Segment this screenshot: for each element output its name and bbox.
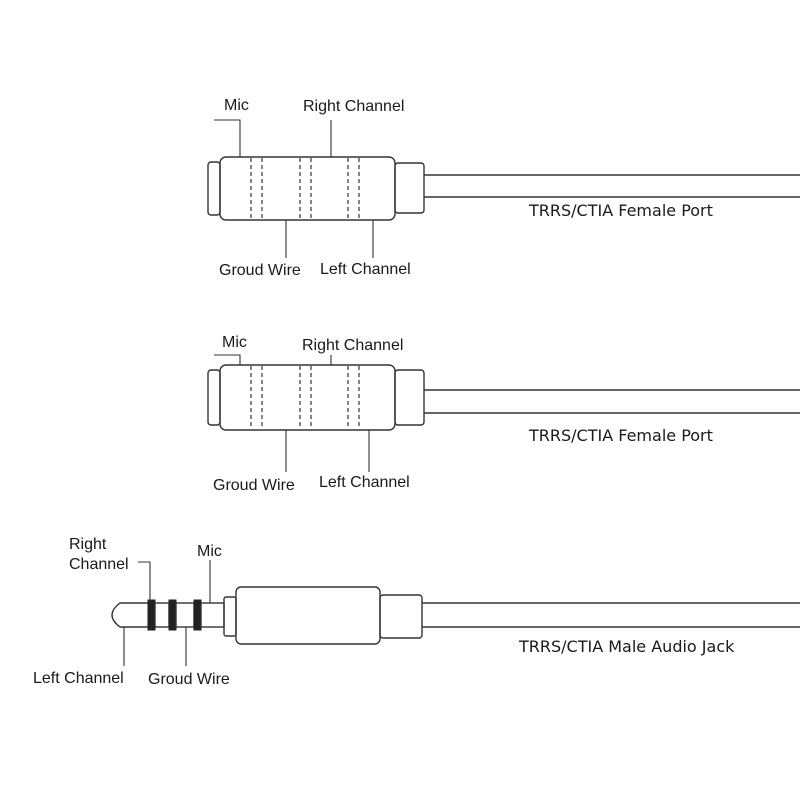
female-port-1-caption: TRRS/CTIA Female Port xyxy=(528,201,713,220)
male-jack-right-channel-label-line2: Channel xyxy=(69,556,129,573)
female-port-1-mic-label: Mic xyxy=(224,97,249,114)
female-port-1-right-channel-label: Right Channel xyxy=(303,98,404,115)
male-jack-left-channel-label: Left Channel xyxy=(33,670,124,687)
male-jack-mic-label: Mic xyxy=(197,543,222,560)
female-port-1-ground-wire-label: Groud Wire xyxy=(219,262,301,279)
female-port-2-ground-wire-label: Groud Wire xyxy=(213,477,295,494)
female-port-2-caption: TRRS/CTIA Female Port xyxy=(528,426,713,445)
male-jack-right-leader xyxy=(138,561,151,603)
female-port-1: Mic Right Channel Groud Wire Left Channe… xyxy=(207,97,800,279)
female-port-2-body xyxy=(207,364,800,431)
female-port-1-mic-leader xyxy=(214,119,241,157)
male-jack: Right Channel Mic Left Channel Groud Wir… xyxy=(33,536,800,688)
female-port-2-mic-label: Mic xyxy=(222,334,247,351)
female-port-2-left-channel-label: Left Channel xyxy=(319,474,410,491)
male-jack-right-channel-label-line1: Right xyxy=(69,536,107,553)
female-port-2-right-channel-label: Right Channel xyxy=(302,337,403,354)
male-jack-ground-wire-label: Groud Wire xyxy=(148,671,230,688)
female-port-1-left-channel-label: Left Channel xyxy=(320,261,411,278)
female-port-1-body xyxy=(207,156,800,221)
female-port-2: Mic Right Channel Groud Wire Left Channe… xyxy=(207,334,800,494)
male-jack-body xyxy=(111,586,800,645)
female-port-2-mic-leader xyxy=(214,354,241,365)
male-jack-caption: TRRS/CTIA Male Audio Jack xyxy=(518,637,735,656)
